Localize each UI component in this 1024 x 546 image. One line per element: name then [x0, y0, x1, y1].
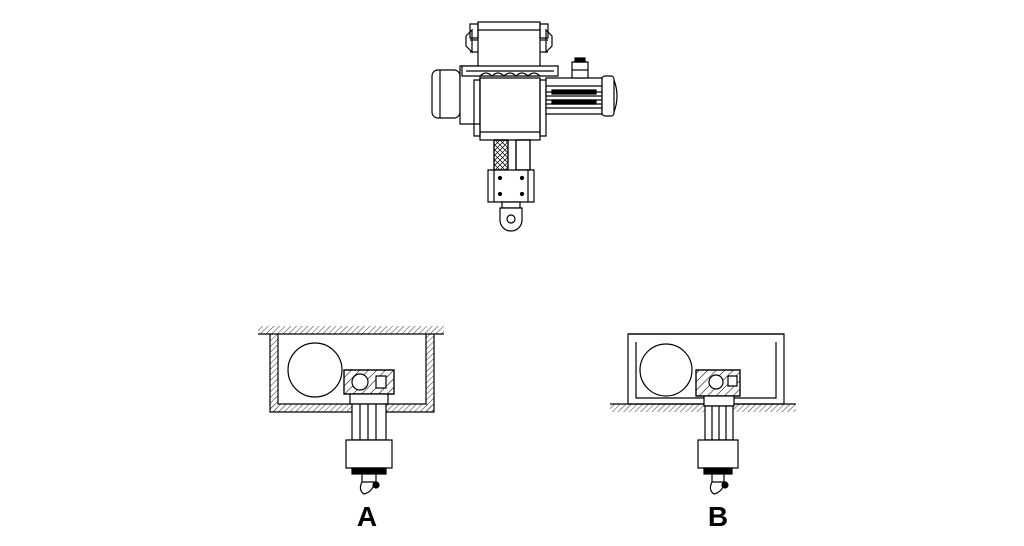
variant-b-label: B — [707, 501, 729, 532]
hoist-front-view — [432, 22, 617, 231]
housing-b — [628, 334, 784, 404]
mounting-plate — [462, 66, 558, 76]
hoist-motor — [546, 58, 617, 116]
trolley-section-a — [344, 370, 394, 440]
hook-block-b — [698, 440, 738, 494]
trolley-section-b — [696, 370, 740, 440]
mounting-variant-b — [610, 334, 796, 494]
floor-hatch-b — [610, 404, 796, 412]
variant-a-label: A — [356, 501, 378, 532]
ceiling-hatch-a — [258, 326, 444, 334]
hoist-rope — [494, 140, 530, 170]
gearbox — [474, 78, 546, 140]
hook-block-a — [346, 440, 392, 494]
bottom-block — [488, 170, 534, 231]
mounting-variant-a — [258, 326, 444, 494]
trolley-block — [466, 22, 552, 68]
